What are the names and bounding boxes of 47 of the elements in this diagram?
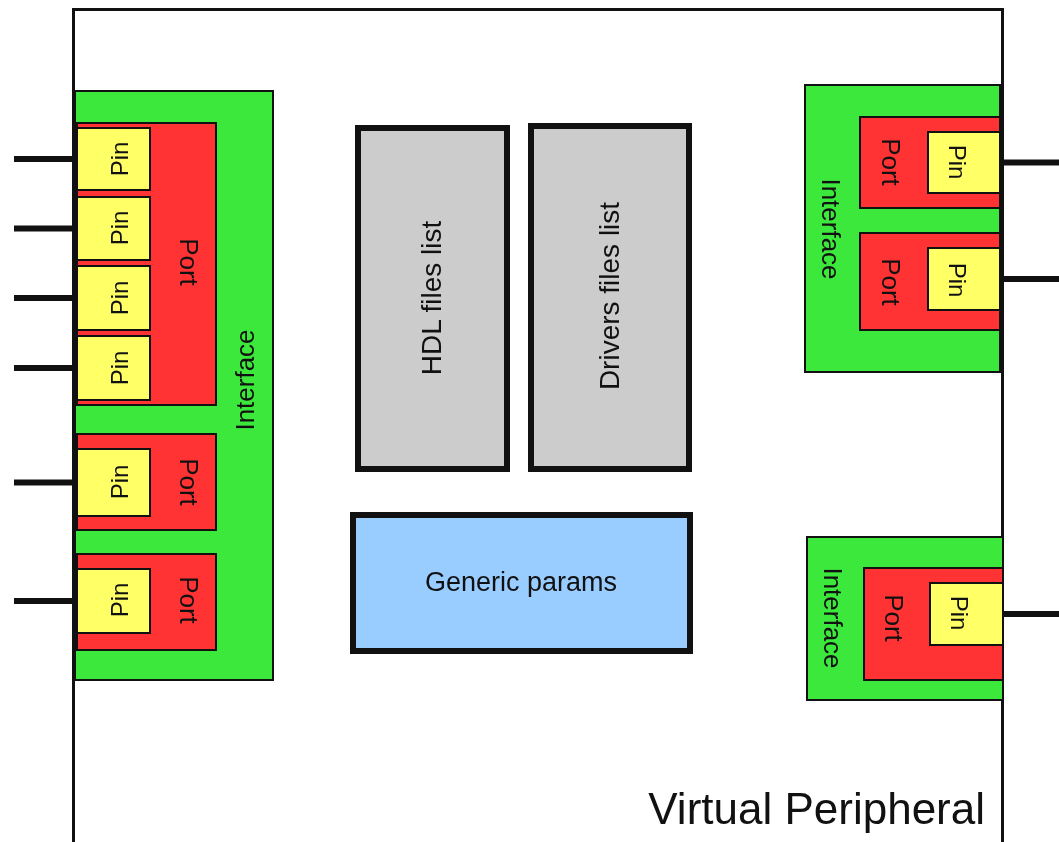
peripheral-frame xyxy=(72,8,1004,842)
port-box xyxy=(859,116,1001,209)
pin-wire xyxy=(1001,276,1059,282)
pin-label: Pin xyxy=(945,595,973,631)
pin-box xyxy=(76,127,151,191)
params-label: Generic params xyxy=(424,566,618,598)
pin-label: Pin xyxy=(106,350,134,386)
port-label: Port xyxy=(172,458,204,506)
interface-box xyxy=(74,90,274,681)
pin-wire xyxy=(1001,159,1059,166)
file-list-label: Drivers files list xyxy=(594,201,626,391)
file-list-label: HDL files list xyxy=(416,220,448,376)
interface-label: Interface xyxy=(229,329,261,431)
file-list-box xyxy=(528,123,692,472)
pin-label: Pin xyxy=(106,141,134,177)
port-box xyxy=(863,567,1004,681)
pin-wire xyxy=(1004,611,1059,617)
pin-box xyxy=(76,196,151,261)
pin-box xyxy=(929,582,1004,646)
port-label: Port xyxy=(874,138,906,186)
port-label: Port xyxy=(877,594,909,642)
pin-box xyxy=(76,448,151,517)
file-list-box xyxy=(355,125,510,472)
pin-box xyxy=(76,568,151,634)
params-box xyxy=(350,512,693,654)
pin-box xyxy=(76,335,151,401)
pin-label: Pin xyxy=(106,280,134,316)
port-label: Port xyxy=(874,258,906,306)
port-box xyxy=(76,433,217,531)
port-label: Port xyxy=(172,576,204,624)
port-box xyxy=(859,232,1001,331)
peripheral-label: Virtual Peripheral xyxy=(648,784,985,834)
pin-label: Pin xyxy=(943,262,971,298)
interface-box xyxy=(806,536,1004,701)
interface-label: Interface xyxy=(816,567,848,669)
port-box xyxy=(76,122,217,406)
pin-box xyxy=(927,247,1001,311)
pin-box xyxy=(76,265,151,331)
pin-label: Pin xyxy=(106,210,134,246)
pin-label: Pin xyxy=(106,464,134,500)
pin-label: Pin xyxy=(106,582,134,618)
port-box xyxy=(76,553,217,651)
port-label: Port xyxy=(172,238,204,286)
pin-label: Pin xyxy=(943,144,971,180)
interface-box xyxy=(804,84,1001,373)
interface-label: Interface xyxy=(814,178,846,280)
pin-box xyxy=(927,131,1001,194)
